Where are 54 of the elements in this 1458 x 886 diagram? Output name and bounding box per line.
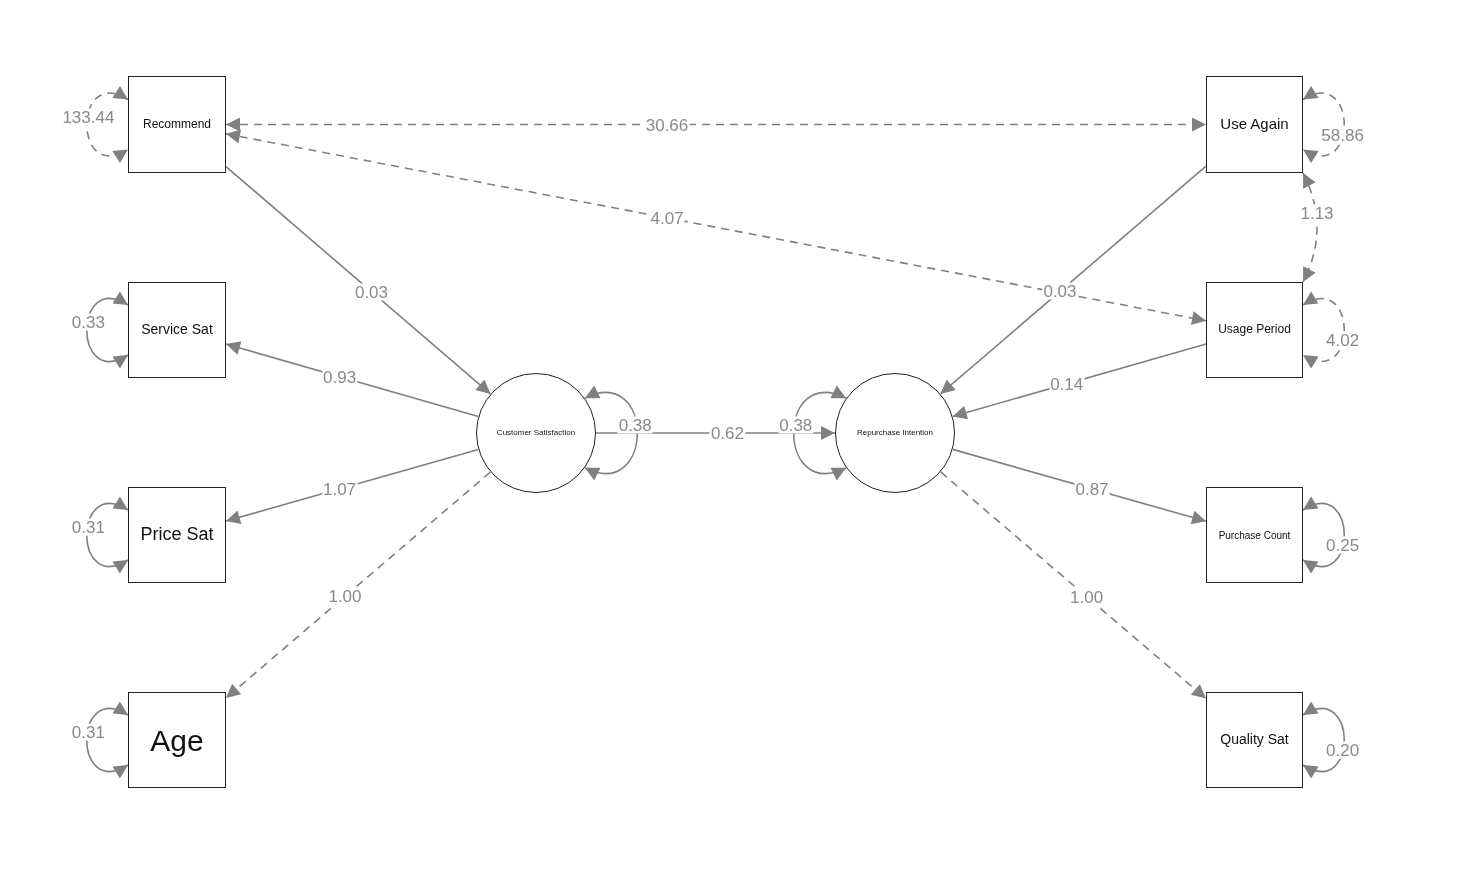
edge-label: 0.25	[1325, 536, 1361, 554]
variable-name: Repurchase Intention	[856, 428, 934, 438]
variable-name: Age	[150, 723, 204, 757]
edge-label: 4.02	[1325, 331, 1361, 349]
variable-name: Usage Period	[1218, 323, 1291, 337]
edge-label: 0.31	[70, 518, 106, 536]
arrow	[225, 471, 492, 699]
observed-variable-box	[128, 692, 226, 788]
edge-label: 0.62	[709, 424, 745, 442]
edge-label: 0.93	[322, 368, 358, 386]
arrow	[939, 165, 1207, 395]
self-loop-arrow	[1302, 87, 1346, 162]
edge-label: 4.07	[649, 209, 685, 227]
edge-label: 0.03	[353, 283, 389, 301]
edge-label: 0.33	[70, 313, 106, 331]
edge-label: 1.13	[1299, 204, 1335, 221]
observed-variable-box	[1206, 282, 1303, 378]
edge-label: 0.38	[778, 416, 814, 434]
self-loop-arrow	[1302, 497, 1346, 573]
edge-label: 0.38	[617, 416, 653, 434]
arrow	[225, 165, 492, 395]
observed-variable-box	[128, 76, 226, 173]
edge-label: 0.03	[1042, 282, 1078, 300]
observed-variable-box	[128, 487, 226, 583]
self-loop-arrow	[1302, 292, 1346, 368]
observed-variable-box	[1206, 487, 1303, 583]
edge-label: 30.66	[644, 116, 690, 133]
variable-name: Use Again	[1220, 116, 1289, 133]
edge-label: 0.31	[70, 723, 106, 741]
observed-variable-box	[1206, 692, 1303, 788]
observed-variable-box	[1206, 76, 1303, 173]
variable-name: Quality Sat	[1220, 732, 1289, 748]
arrow	[939, 471, 1207, 700]
observed-variable-box	[128, 282, 226, 378]
self-loop-arrow	[584, 387, 639, 479]
variable-name: Price Sat	[140, 525, 214, 545]
self-loop-arrow	[1302, 702, 1346, 778]
edge-label: 58.86	[1320, 126, 1365, 143]
edge-label: 0.20	[1325, 741, 1361, 759]
edge-label: 1.00	[327, 587, 363, 605]
edge-label: 1.07	[321, 480, 358, 498]
self-loop-arrow	[792, 387, 847, 479]
variable-name: Recommend	[143, 117, 211, 132]
variable-name: Customer Satisfaction	[496, 428, 576, 438]
double-headed-arrow	[1302, 172, 1318, 283]
edge-label: 133.44	[61, 108, 116, 125]
variable-name: Service Sat	[141, 322, 213, 338]
edge-label: 1.00	[1069, 588, 1105, 606]
variable-name: Purchase Count	[1218, 529, 1291, 541]
edge-label: 0.87	[1074, 480, 1110, 498]
double-headed-arrow	[225, 117, 1207, 132]
edge-label: 0.14	[1049, 375, 1085, 393]
self-loop-arrow	[85, 87, 129, 162]
double-headed-arrow	[225, 129, 1207, 325]
